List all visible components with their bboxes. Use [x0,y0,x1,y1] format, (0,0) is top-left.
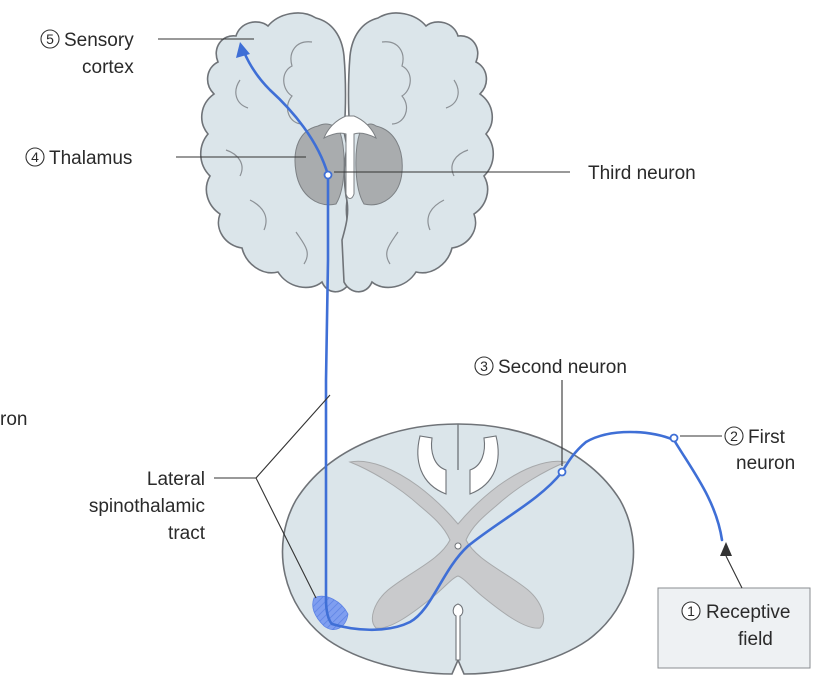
thalamus-number: 4 [31,149,39,165]
first-neuron-label-line1: First [748,427,786,448]
neuron-body-icon [325,172,332,179]
receptive-field-label-line2: field [738,629,773,650]
lateral-tract-label-line1: Lateral [147,469,205,490]
spinal-cord-section [282,424,633,674]
receptive-field-box [658,588,810,668]
first-neuron-label-line2: neuron [736,453,795,474]
third-neuron-label: Third neuron [588,163,696,184]
sensory-cortex-label-line2: cortex [82,57,134,78]
neuron-body-icon [671,435,678,442]
arrowhead-icon [720,542,732,556]
sensory-cortex-label-line1: Sensory [64,30,134,51]
receptive-field-number: 1 [687,603,695,619]
lateral-tract-label-line2: spinothalamic [89,496,205,517]
second-neuron-number: 3 [480,358,488,374]
lateral-tract-label-line3: tract [168,523,206,544]
sensory-cortex-number: 5 [46,31,54,47]
thalamus-label: Thalamus [49,148,132,169]
first-neuron-number: 2 [730,428,738,444]
neuron-body-icon [559,469,566,476]
fragment-label: ron [0,409,27,430]
second-neuron-label: Second neuron [498,357,627,378]
receptive-field-label-line1: Receptive [706,602,791,623]
